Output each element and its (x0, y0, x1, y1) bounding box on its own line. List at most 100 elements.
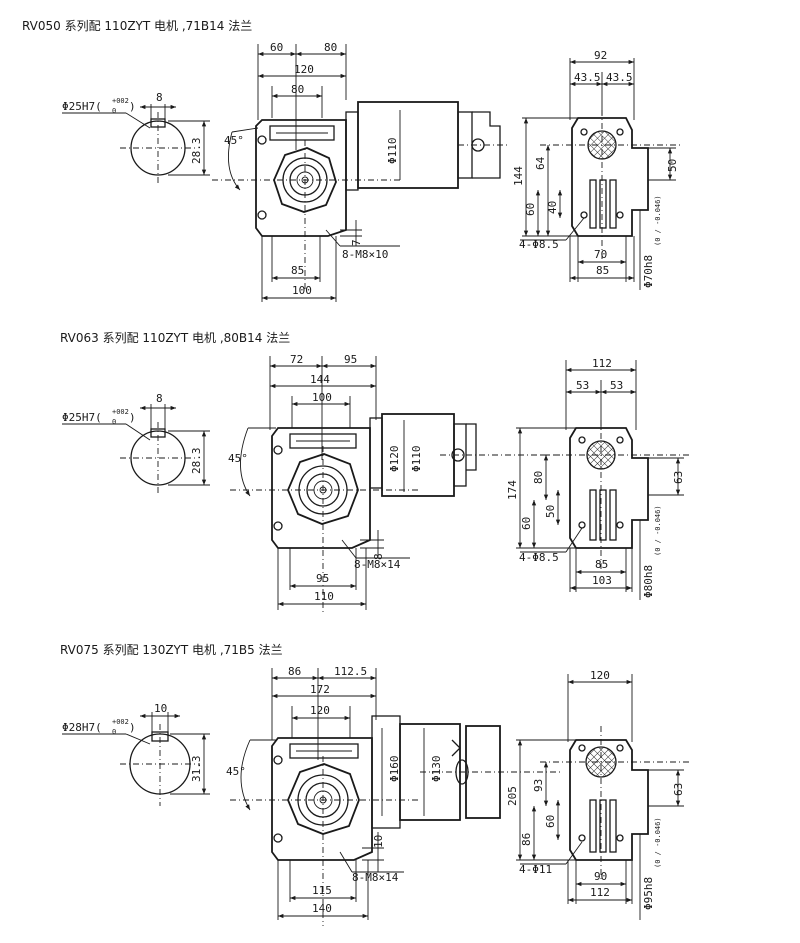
svg-text:): ) (129, 721, 136, 734)
dim-60: 60 (544, 815, 557, 828)
angle-label: 45° (226, 765, 246, 778)
dim-95-top: 95 (344, 353, 357, 366)
shaft-detail: 8 28.3 Φ25H7( +002 0 ) (62, 91, 210, 186)
key-width-label: 8 (156, 91, 163, 104)
dim-103: 103 (592, 574, 612, 587)
bore-tol-upper: +002 (112, 97, 129, 105)
dim-63: 63 (672, 783, 685, 796)
dim-144: 144 (310, 373, 330, 386)
dim-120: 120 (294, 63, 314, 76)
dim-64: 64 (534, 156, 547, 170)
dim-85: 85 (595, 558, 608, 571)
holes-label: 4-Φ11 (519, 863, 552, 876)
dim-86: 86 (520, 833, 533, 846)
dim-53a: 53 (576, 379, 589, 392)
dim-80: 80 (532, 471, 545, 484)
dim-43a: 43.5 (574, 71, 601, 84)
holes-label: 4-Φ8.5 (519, 551, 559, 564)
shaft-height-label: 28.3 (190, 448, 203, 475)
motor-dia-a: Φ160 (388, 756, 401, 783)
side-view: 92 43.5 43.5 144 64 60 40 (512, 49, 680, 290)
dim-86: 86 (288, 665, 301, 678)
section-title: RV075 系列配 130ZYT 电机 ,71B5 法兰 (60, 643, 283, 657)
front-view: 72 95 144 100 45° (228, 353, 560, 612)
dim-112-5: 112.5 (334, 665, 367, 678)
flange-tol: (0 / -0.046) (654, 505, 662, 556)
dim-10: 10 (372, 835, 385, 848)
motor-dia-b: Φ110 (410, 446, 423, 473)
dim-8: 8 (372, 553, 385, 560)
section-rv075: RV075 系列配 130ZYT 电机 ,71B5 法兰 10 31.3 Φ28… (60, 643, 690, 926)
side-view: 112 53 53 174 80 60 50 (506, 357, 690, 600)
dim-112: 112 (592, 357, 612, 370)
dim-100-box: 100 (312, 391, 332, 404)
bolts-label: 8-M8×14 (352, 871, 399, 884)
bore-tol-lower: 0 (112, 418, 116, 426)
section-rv063: RV063 系列配 110ZYT 电机 ,80B14 法兰 8 28.3 Φ25… (60, 331, 690, 612)
section-title: RV063 系列配 110ZYT 电机 ,80B14 法兰 (60, 331, 290, 345)
svg-text:): ) (129, 100, 136, 113)
dim-172: 172 (310, 683, 330, 696)
dim-7: 7 (350, 239, 363, 246)
shaft-detail: 10 31.3 Φ28H7( +002 0 ) (62, 702, 210, 806)
motor-dia: Φ110 (386, 138, 399, 165)
flange-label: Φ80h8 (642, 565, 655, 598)
svg-text:): ) (129, 411, 136, 424)
dim-205: 205 (506, 786, 519, 806)
dim-60: 60 (524, 203, 537, 216)
dim-115: 115 (312, 884, 332, 897)
front-view: 60 80 120 80 45° (212, 41, 510, 302)
dim-63: 63 (672, 471, 685, 484)
dim-95: 95 (316, 572, 329, 585)
flange-tol: (0 / -0.046) (654, 195, 662, 246)
bolts-label: 8-M8×14 (354, 558, 401, 571)
motor-dia-b: Φ130 (430, 756, 443, 783)
bore-label: Φ28H7( (62, 721, 102, 734)
shaft-height-label: 31.3 (190, 756, 203, 783)
flange-tol: (0 / -0.046) (654, 817, 662, 868)
angle-label: 45° (228, 452, 248, 465)
dim-80-top: 80 (324, 41, 337, 54)
dim-40: 40 (546, 201, 559, 214)
dim-112: 112 (590, 886, 610, 899)
dim-43b: 43.5 (606, 71, 633, 84)
dim-70: 70 (594, 248, 607, 261)
bore-tol-lower: 0 (112, 728, 116, 736)
dim-120-box: 120 (310, 704, 330, 717)
front-view: 86 112.5 172 120 45° (226, 665, 560, 926)
holes-label: 4-Φ8.5 (519, 238, 559, 251)
motor-dia-a: Φ120 (388, 446, 401, 473)
dim-174: 174 (506, 480, 519, 500)
dim-120: 120 (590, 669, 610, 682)
section-rv050: RV050 系列配 110ZYT 电机 ,71B14 法兰 8 28.3 Φ25… (22, 19, 680, 302)
dim-53b: 53 (610, 379, 623, 392)
shaft-height-label: 28.3 (190, 138, 203, 165)
dim-72: 72 (290, 353, 303, 366)
dim-50: 50 (666, 159, 679, 172)
dim-140: 140 (312, 902, 332, 915)
dim-110: 110 (314, 590, 334, 603)
dim-93: 93 (532, 779, 545, 792)
dim-100: 100 (292, 284, 312, 297)
bore-tol-lower: 0 (112, 107, 116, 115)
angle-label: 45° (224, 134, 244, 147)
key-width-label: 10 (154, 702, 167, 715)
shaft-detail: 8 28.3 Φ25H7( +002 0 ) (62, 392, 210, 496)
bore-tol-upper: +002 (112, 408, 129, 416)
key-width-label: 8 (156, 392, 163, 405)
dim-80-box: 80 (291, 83, 304, 96)
dim-60: 60 (520, 517, 533, 530)
bore-label: Φ25H7( (62, 100, 102, 113)
bolts-label: 8-M8×10 (342, 248, 388, 261)
dim-85-side: 85 (596, 264, 609, 277)
flange-label: Φ95h8 (642, 877, 655, 910)
flange-label: Φ70h8 (642, 255, 655, 288)
dim-50: 50 (544, 505, 557, 518)
dim-60: 60 (270, 41, 283, 54)
dim-85: 85 (291, 264, 304, 277)
bore-tol-upper: +002 (112, 718, 129, 726)
dim-92: 92 (594, 49, 607, 62)
dim-144: 144 (512, 166, 525, 186)
